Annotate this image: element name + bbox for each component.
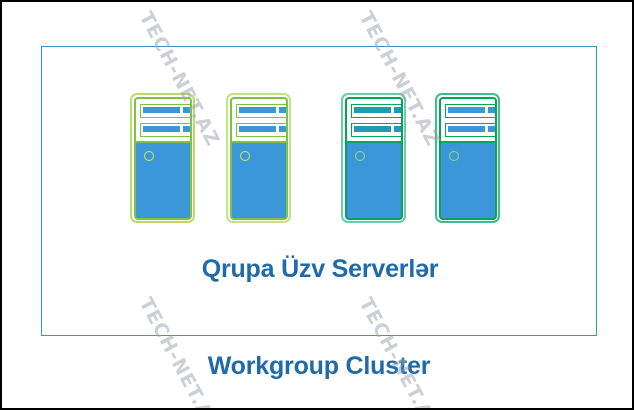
drive-bay-strip [142, 107, 180, 113]
server-chassis [438, 96, 497, 220]
power-button-icon [354, 150, 365, 161]
server-outer-ring [341, 93, 406, 223]
server-icon-3[interactable] [341, 93, 406, 223]
power-button-icon [143, 150, 154, 161]
server-icon-1[interactable] [130, 93, 195, 223]
drive-bay-led-icon [393, 126, 401, 132]
drive-bay-led-icon [278, 107, 286, 113]
drive-bay-strip [447, 126, 485, 132]
drive-bay-1 [235, 103, 286, 118]
power-button-icon [239, 150, 250, 161]
server-faceplate [346, 98, 401, 143]
drive-bay-led-icon [393, 107, 401, 113]
drive-bay-1 [139, 103, 190, 118]
drive-bay-led-icon [182, 126, 190, 132]
drive-bay-strip [353, 126, 391, 132]
drive-bay-led-icon [487, 107, 495, 113]
server-outer-ring [435, 93, 500, 223]
workgroup-cluster-label: Workgroup Cluster [207, 352, 431, 380]
drive-bay-strip [238, 107, 276, 113]
drive-bay-2 [139, 122, 190, 137]
power-button-icon [448, 150, 459, 161]
server-faceplate [231, 98, 286, 143]
drive-bay-led-icon [487, 126, 495, 132]
drive-bay-2 [235, 122, 286, 137]
server-chassis [133, 96, 192, 220]
server-icon-2[interactable] [226, 93, 291, 223]
drive-bay-2 [444, 122, 495, 137]
drive-bay-1 [444, 103, 495, 118]
drive-bay-strip [142, 126, 180, 132]
server-chassis [229, 96, 288, 220]
drive-bay-strip [238, 126, 276, 132]
server-faceplate [440, 98, 495, 143]
drive-bay-1 [350, 103, 401, 118]
drive-bay-strip [353, 107, 391, 113]
server-row [42, 47, 598, 247]
server-icon-4[interactable] [435, 93, 500, 223]
server-faceplate [135, 98, 190, 143]
drive-bay-2 [350, 122, 401, 137]
workgroup-group-box: Qrupa Üzv Serverlər [41, 46, 597, 336]
server-outer-ring [226, 93, 291, 223]
server-outer-ring [130, 93, 195, 223]
drive-bay-strip [447, 107, 485, 113]
group-members-label: Qrupa Üzv Serverlər [201, 255, 439, 283]
drive-bay-led-icon [182, 107, 190, 113]
drive-bay-led-icon [278, 126, 286, 132]
server-chassis [344, 96, 403, 220]
